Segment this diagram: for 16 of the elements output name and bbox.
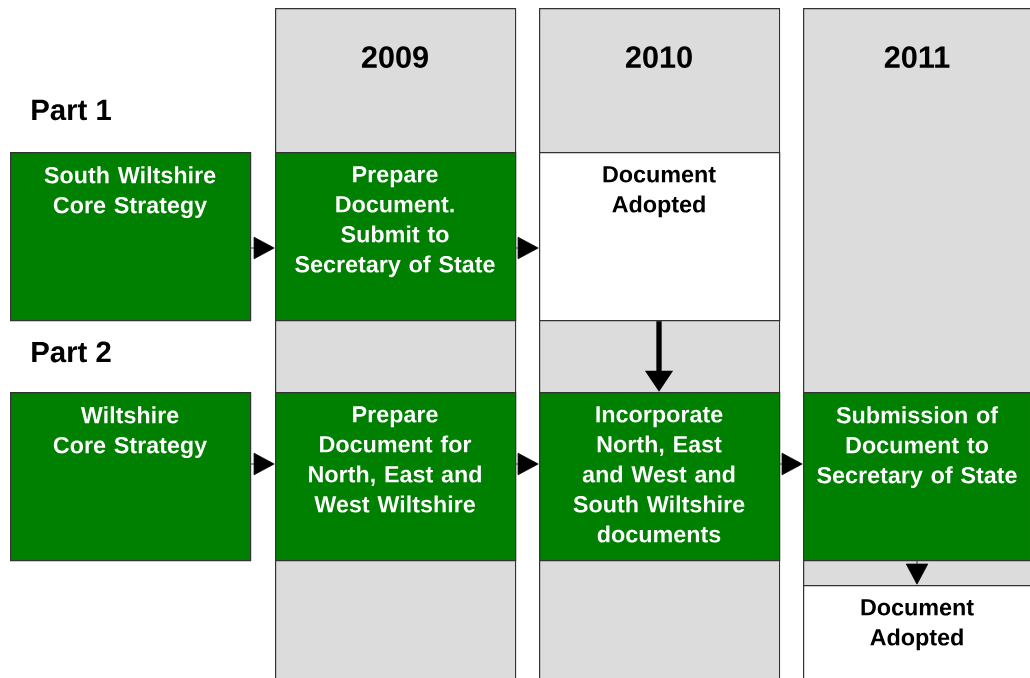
arrow — [515, 236, 539, 260]
arrow — [905, 560, 929, 585]
arrow — [250, 236, 275, 260]
process-box: Wiltshire Core Strategy — [10, 392, 252, 562]
arrow — [779, 452, 803, 476]
process-box: Prepare Document. Submit to Secretary of State — [275, 152, 517, 322]
outcome-box: Document Adopted — [539, 152, 781, 322]
row-label: Part 1 — [32, 99, 111, 121]
process-box: Incorporate North, East and West and South Wiltshire documents — [539, 392, 781, 562]
process-box: Submission of Document to Secretary of State — [803, 392, 1030, 562]
process-box: South Wiltshire Core Strategy — [10, 152, 252, 322]
outcome-box: Document Adopted — [803, 585, 1030, 678]
arrow — [515, 452, 539, 476]
arrow — [250, 452, 275, 476]
row-label: Part 2 — [32, 341, 111, 363]
process-box: Prepare Document for North, East and West Wiltshire — [275, 392, 517, 562]
